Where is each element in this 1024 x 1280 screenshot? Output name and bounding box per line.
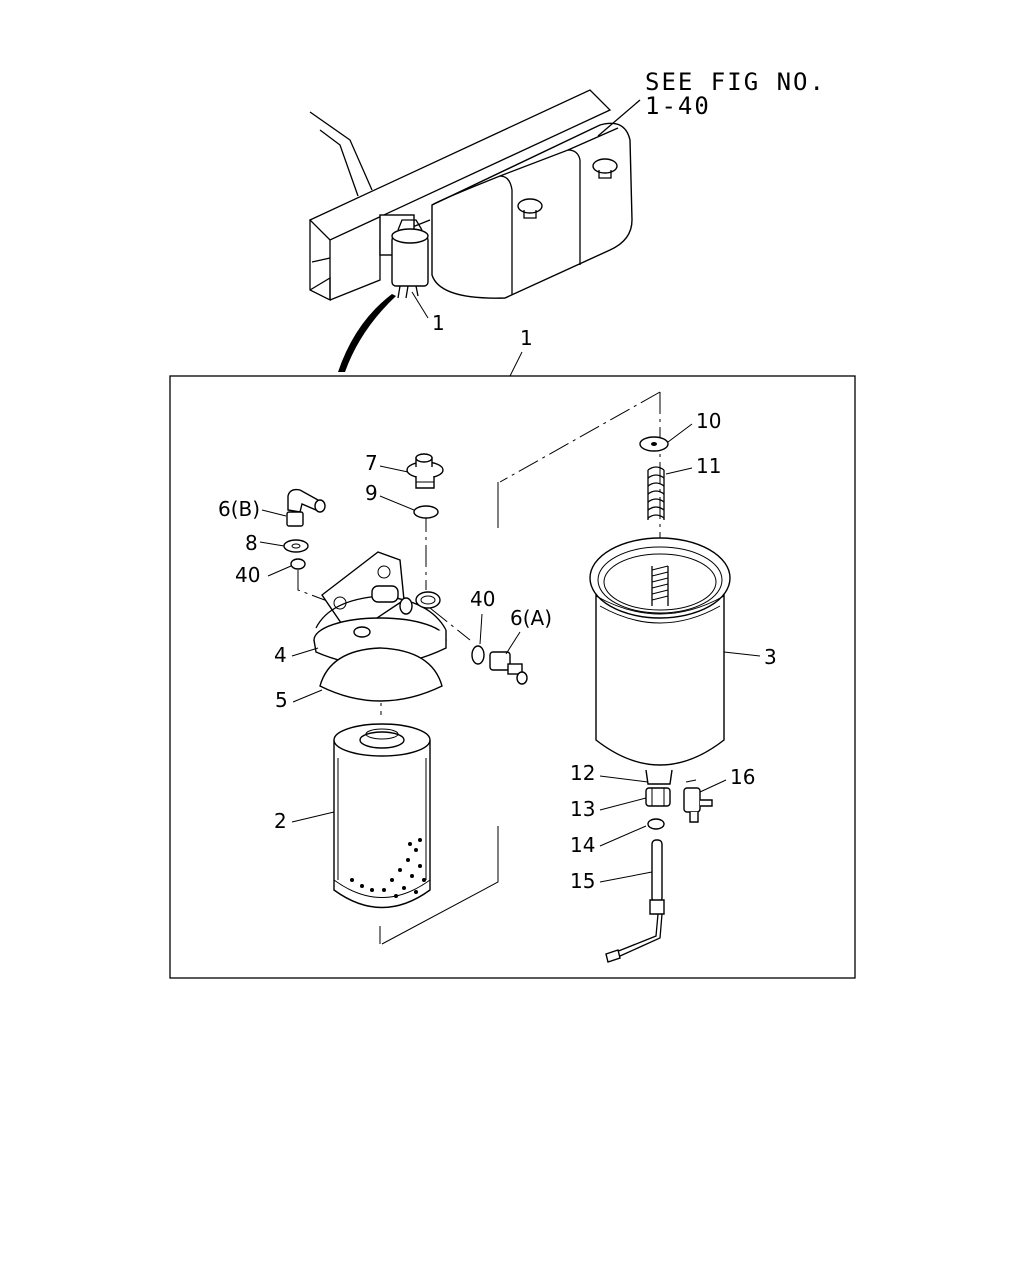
callout-8: 8: [245, 531, 258, 555]
chassis-frame-rail: [308, 89, 612, 302]
filter-on-frame: [379, 214, 429, 299]
part-6a-straight-fitting: [489, 651, 528, 685]
callout-40-right: 40: [470, 587, 495, 611]
part-6b-elbow-fitting: [286, 488, 326, 527]
callout-overview-assembly: 1: [432, 311, 445, 335]
zoom-arrow: [338, 294, 396, 372]
part-40-left-washer: [290, 558, 306, 570]
part-3-filter-bowl: [589, 537, 731, 785]
part-13-drain-nut: [645, 787, 671, 807]
figure-reference-line1: SEE FIG NO.: [645, 68, 826, 96]
part-8-washer: [283, 539, 309, 553]
part-14-o-ring: [647, 818, 665, 830]
callout-9: 9: [365, 481, 378, 505]
callout-13: 13: [570, 797, 595, 821]
callout-6a: 6(A): [510, 606, 552, 630]
part-4-filter-head: [313, 551, 471, 666]
callout-4: 4: [274, 643, 287, 667]
callout-14: 14: [570, 833, 595, 857]
part-5-gasket: [319, 647, 443, 702]
callout-6b: 6(B): [218, 497, 260, 521]
callout-12: 12: [570, 761, 595, 785]
callout-11: 11: [696, 454, 721, 478]
callout-2: 2: [274, 809, 287, 833]
part-11-spring: [647, 466, 665, 520]
callout-16: 16: [730, 765, 755, 789]
callout-3: 3: [764, 645, 777, 669]
callout-box-assembly: 1: [520, 326, 533, 350]
part-16-drain-cock: [683, 779, 713, 823]
callout-7: 7: [365, 451, 378, 475]
leader-frame-bottom: [381, 826, 499, 945]
detail-frame: [169, 375, 856, 979]
figure-reference-line2: 1-40: [645, 92, 711, 120]
part-7-vent-plug: [406, 453, 444, 489]
callout-40-left: 40: [235, 563, 260, 587]
callout-5: 5: [275, 688, 288, 712]
part-2-filter-element: [333, 723, 431, 909]
callout-15: 15: [570, 869, 595, 893]
part-15-water-sensor: [605, 839, 665, 963]
fuel-tank: [431, 122, 633, 299]
callout-10: 10: [696, 409, 721, 433]
part-9-o-ring: [413, 505, 439, 519]
part-40-right-washer: [471, 645, 485, 665]
